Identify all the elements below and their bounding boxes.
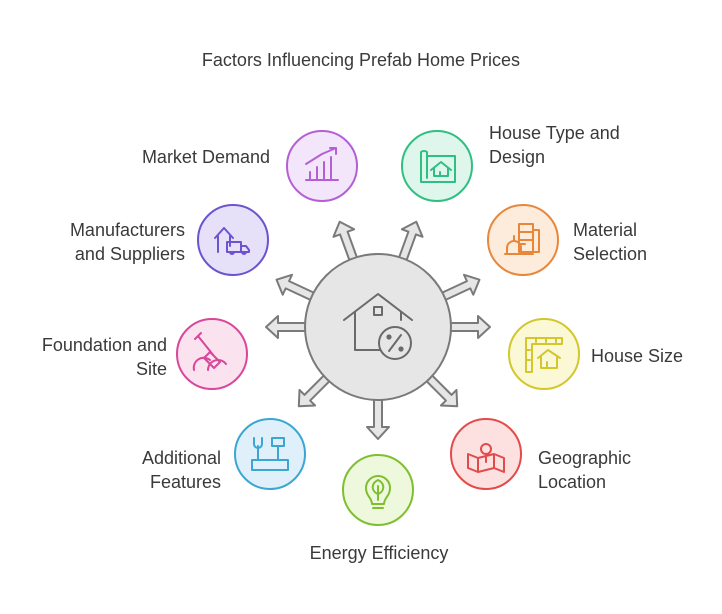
factor-node bbox=[286, 130, 358, 202]
factor-node bbox=[197, 204, 269, 276]
factor-node-circle bbox=[234, 418, 306, 490]
factor-node bbox=[176, 318, 248, 390]
center-hub bbox=[304, 253, 452, 401]
factor-node bbox=[487, 204, 559, 276]
diagram-title: Factors Influencing Prefab Home Prices bbox=[201, 50, 521, 70]
factor-node-circle bbox=[286, 130, 358, 202]
factor-node-circle bbox=[197, 204, 269, 276]
ruler-house-icon bbox=[525, 337, 563, 373]
factor-nodes bbox=[176, 130, 580, 526]
factor-label-energy: Energy Efficiency bbox=[309, 543, 449, 563]
factor-node bbox=[342, 454, 414, 526]
line-chart-icon bbox=[305, 147, 339, 181]
factor-node bbox=[234, 418, 306, 490]
factor-node bbox=[401, 130, 473, 202]
factor-label-market-demand: Market Demand bbox=[141, 147, 270, 167]
blueprint-house-icon bbox=[420, 150, 456, 183]
factor-node bbox=[450, 418, 522, 490]
factor-label-house-size: House Size bbox=[591, 346, 684, 366]
eco-bulb-icon bbox=[365, 475, 391, 509]
shovel-dirt-icon bbox=[192, 332, 227, 371]
map-pin-icon bbox=[467, 443, 505, 473]
tools-icon bbox=[251, 437, 289, 471]
factor-node bbox=[508, 318, 580, 390]
house-percent-icon bbox=[343, 293, 413, 360]
factory-truck-icon bbox=[214, 227, 250, 255]
materials-icon bbox=[504, 223, 540, 255]
